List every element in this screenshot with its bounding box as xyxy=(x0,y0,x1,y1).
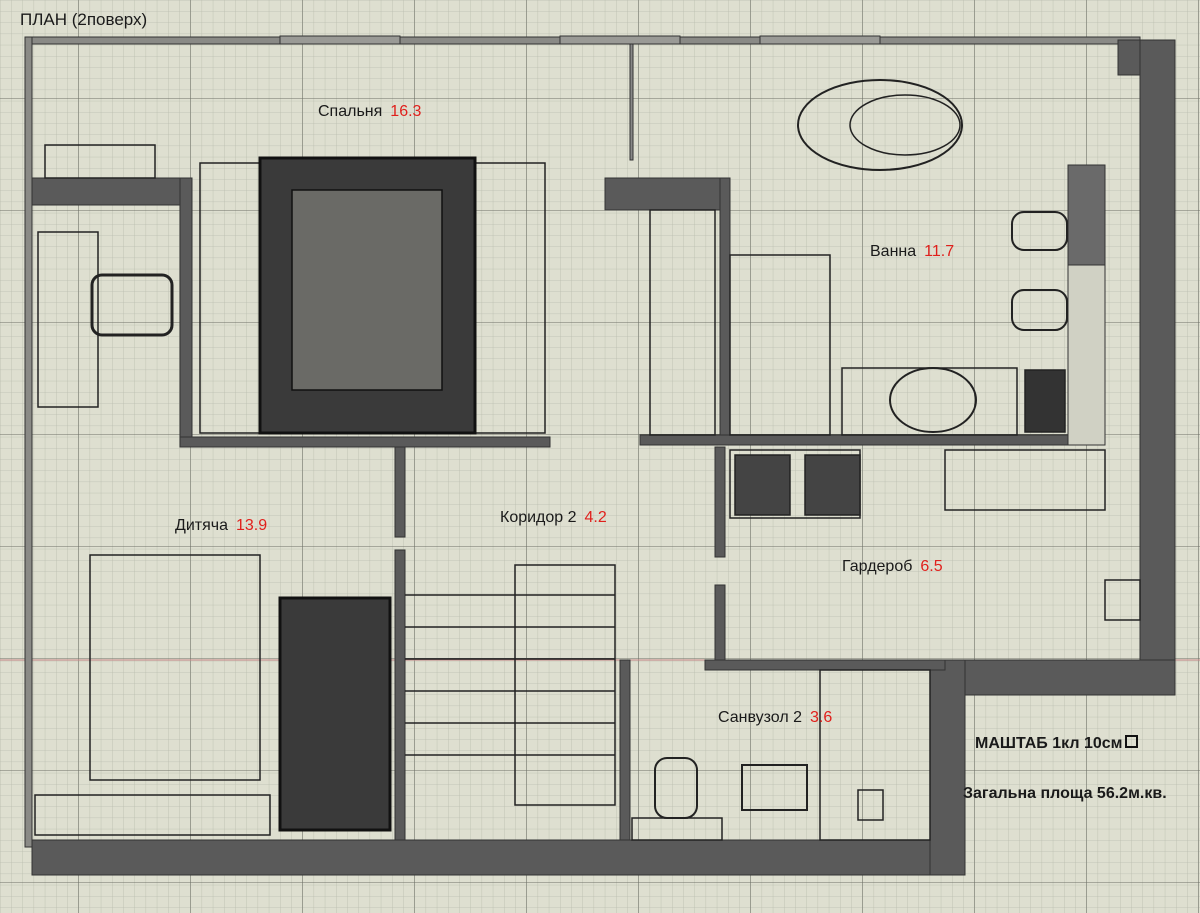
room-area: 13.9 xyxy=(236,517,268,534)
walls xyxy=(24,36,1176,876)
bathtub xyxy=(797,79,963,171)
grid-square-icon xyxy=(1125,735,1139,748)
room-label-bath: Ванна 11.7 xyxy=(870,243,954,261)
room-name: Коридор 2 xyxy=(500,509,577,526)
bed-blanket xyxy=(291,189,443,391)
stairs xyxy=(514,564,616,806)
sink xyxy=(889,367,977,433)
office-chair xyxy=(90,273,174,337)
room-label-kids: Дитяча 13.9 xyxy=(175,517,267,535)
bidet xyxy=(1011,289,1068,331)
plan-title: ПЛАН (2поверх) xyxy=(20,10,148,29)
room-area: 3.6 xyxy=(810,709,833,726)
windows xyxy=(279,35,881,45)
room-name: Ванна xyxy=(870,243,917,260)
room-name: Гардероб xyxy=(842,558,913,575)
furniture xyxy=(34,79,1141,841)
kids-bed xyxy=(89,554,261,781)
toilet xyxy=(1011,211,1068,251)
room-name: Спальня xyxy=(318,103,383,120)
shower-panel xyxy=(857,789,884,821)
room-area: 16.3 xyxy=(390,103,422,120)
washer xyxy=(1024,369,1066,433)
room-name: Санвузол 2 xyxy=(718,709,802,726)
room-label-wardrobe: Гардероб 6.5 xyxy=(842,558,943,576)
sink-2 xyxy=(741,764,808,811)
scale-text: МАШТАБ 1кл 10см xyxy=(975,735,1123,752)
shelf xyxy=(44,144,156,179)
room-area: 6.5 xyxy=(920,558,943,575)
room-name: Дитяча xyxy=(175,517,228,534)
room-label-wc: Санвузол 2 3.6 xyxy=(718,709,832,727)
wardrobe-shelf xyxy=(944,449,1106,511)
scale-note: МАШТАБ 1кл 10см xyxy=(975,735,1139,753)
room-label-bedroom: Спальня 16.3 xyxy=(318,103,421,121)
single-bed xyxy=(278,596,392,832)
cabinet xyxy=(649,209,716,436)
room-area: 11.7 xyxy=(924,243,955,260)
room-label-corridor: Коридор 2 4.2 xyxy=(500,509,607,527)
shoe-rack xyxy=(1104,579,1141,621)
desk xyxy=(37,231,99,408)
kids-desk xyxy=(34,794,271,836)
shower-2 xyxy=(819,669,931,841)
room-area: 4.2 xyxy=(584,509,607,526)
shower xyxy=(729,254,831,436)
total-area: Загальна площа 56.2м.кв. xyxy=(963,785,1167,802)
